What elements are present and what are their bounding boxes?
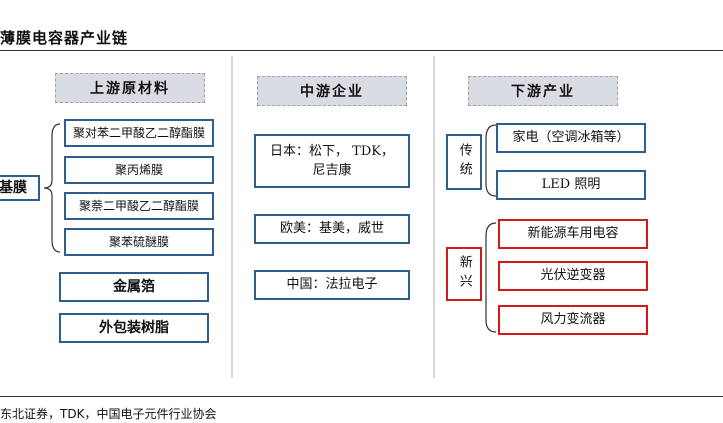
base-film-box: 基膜 (0, 175, 40, 201)
upstream-header: 上游原材料 (55, 73, 205, 103)
title-divider (0, 50, 723, 51)
downstream-item-pv-inverter: 光伏逆变器 (498, 261, 648, 291)
emerging-label-box: 新兴 (446, 247, 482, 301)
downstream-item-led-lighting: LED 照明 (496, 170, 646, 200)
base-film-label: 基膜 (0, 179, 27, 196)
downstream-item-wind-converter: 风力变流器 (498, 305, 648, 335)
europe-us-companies-box: 欧美：基美，威世 (254, 214, 410, 244)
base-film-bracket (43, 123, 61, 253)
traditional-label-box: 传统 (446, 134, 482, 190)
china-companies-box: 中国：法拉电子 (254, 270, 410, 300)
film-item-pps: 聚苯硫醚膜 (64, 228, 214, 256)
emerging-bracket (485, 222, 497, 333)
film-item-pen: 聚萘二甲酸乙二醇酯膜 (64, 192, 214, 220)
japan-companies-box: 日本：松下， TDK， 尼吉康 (254, 134, 410, 188)
source-divider (0, 396, 723, 397)
page-title: 薄膜电容器产业链 (0, 29, 129, 47)
column-divider-2 (433, 56, 435, 378)
metal-foil-box: 金属箔 (59, 272, 209, 302)
downstream-item-home-appliance: 家电（空调冰箱等） (496, 123, 646, 153)
resin-box: 外包装树脂 (59, 313, 209, 343)
midstream-header: 中游企业 (257, 76, 407, 106)
film-item-pet: 聚对苯二甲酸乙二醇酯膜 (64, 119, 214, 147)
traditional-bracket (485, 124, 497, 197)
film-item-pp: 聚丙烯膜 (64, 156, 214, 184)
downstream-item-nev-capacitor: 新能源车用电容 (498, 219, 648, 249)
column-divider-1 (231, 56, 233, 378)
source-note: 东北证券，TDK，中国电子元件行业协会 (0, 407, 217, 421)
downstream-header: 下游产业 (468, 76, 618, 106)
